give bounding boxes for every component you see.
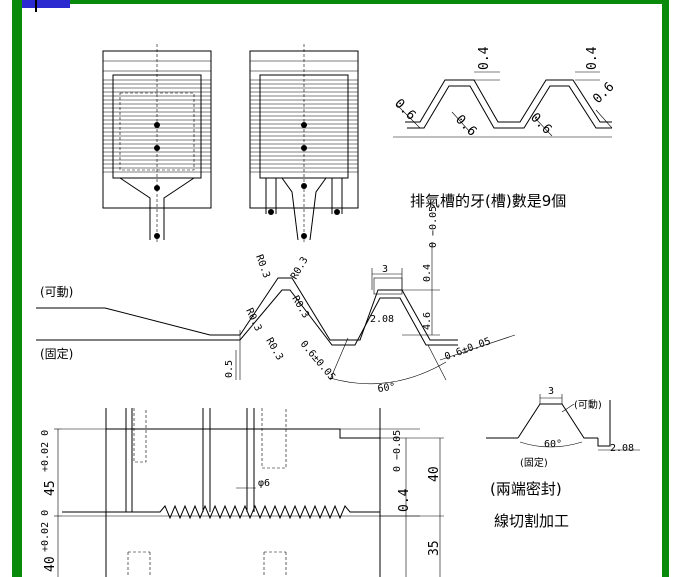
bottom-dim-35: 35 — [427, 540, 442, 556]
mold-plate-right — [249, 44, 359, 242]
label-movable: (可動) — [40, 285, 73, 299]
seal-angle-60: 60° — [544, 439, 562, 450]
bottom-dim-45: 45 — [43, 480, 58, 496]
bottom-dim-phi6: φ6 — [258, 478, 270, 489]
bottom-tol-40-left: +0.02 0 — [40, 510, 51, 552]
mid-dim-3: 3 — [382, 264, 388, 275]
seal-dim-3: 3 — [548, 386, 554, 397]
top-dim-04-b: 0.4 — [585, 46, 600, 70]
mid-dim-46: 4.6 — [422, 312, 433, 330]
mid-dim-05: 0.5 — [224, 360, 235, 378]
bottom-dim-40: 40 — [427, 466, 442, 482]
top-border — [12, 0, 669, 4]
bottom-dim-40-left: 40 — [43, 556, 58, 572]
right-border — [662, 0, 669, 577]
bottom-dim-04: 0.4 — [397, 488, 412, 512]
bottom-tol-45: +0.02 0 — [40, 430, 51, 472]
corner-accent — [22, 0, 70, 8]
seal-detail: 3 (可動) 60° 2.08 (固定) (兩端密封) 線切割加工 — [486, 386, 640, 530]
mid-tol-04: 0 −0.05 — [428, 206, 439, 248]
bottom-tol-04: 0 −0.05 — [392, 430, 403, 472]
seal-caption-both-ends: (兩端密封) — [490, 480, 562, 498]
mid-dim-208: 2.08 — [370, 314, 394, 325]
seal-dim-208: 2.08 — [610, 443, 634, 454]
label-fixed: (固定) — [40, 346, 73, 361]
caption-groove-count: 排氣槽的牙(槽)數是9個 — [410, 192, 566, 210]
assembly-section: 45 +0.02 0 40 +0.02 0 0.4 0 −0.05 40 35 … — [40, 408, 444, 577]
seal-label-fixed: (固定) — [520, 456, 548, 469]
seal-label-movable: (可動) — [574, 398, 602, 411]
top-dim-04-a: 0.4 — [477, 46, 492, 70]
mid-dim-04: 0.4 — [422, 264, 433, 282]
mid-angle-60: 60° — [377, 382, 396, 395]
seal-caption-wire-cut: 線切割加工 — [494, 512, 569, 530]
mold-plate-left — [102, 44, 212, 242]
left-border — [12, 0, 22, 577]
